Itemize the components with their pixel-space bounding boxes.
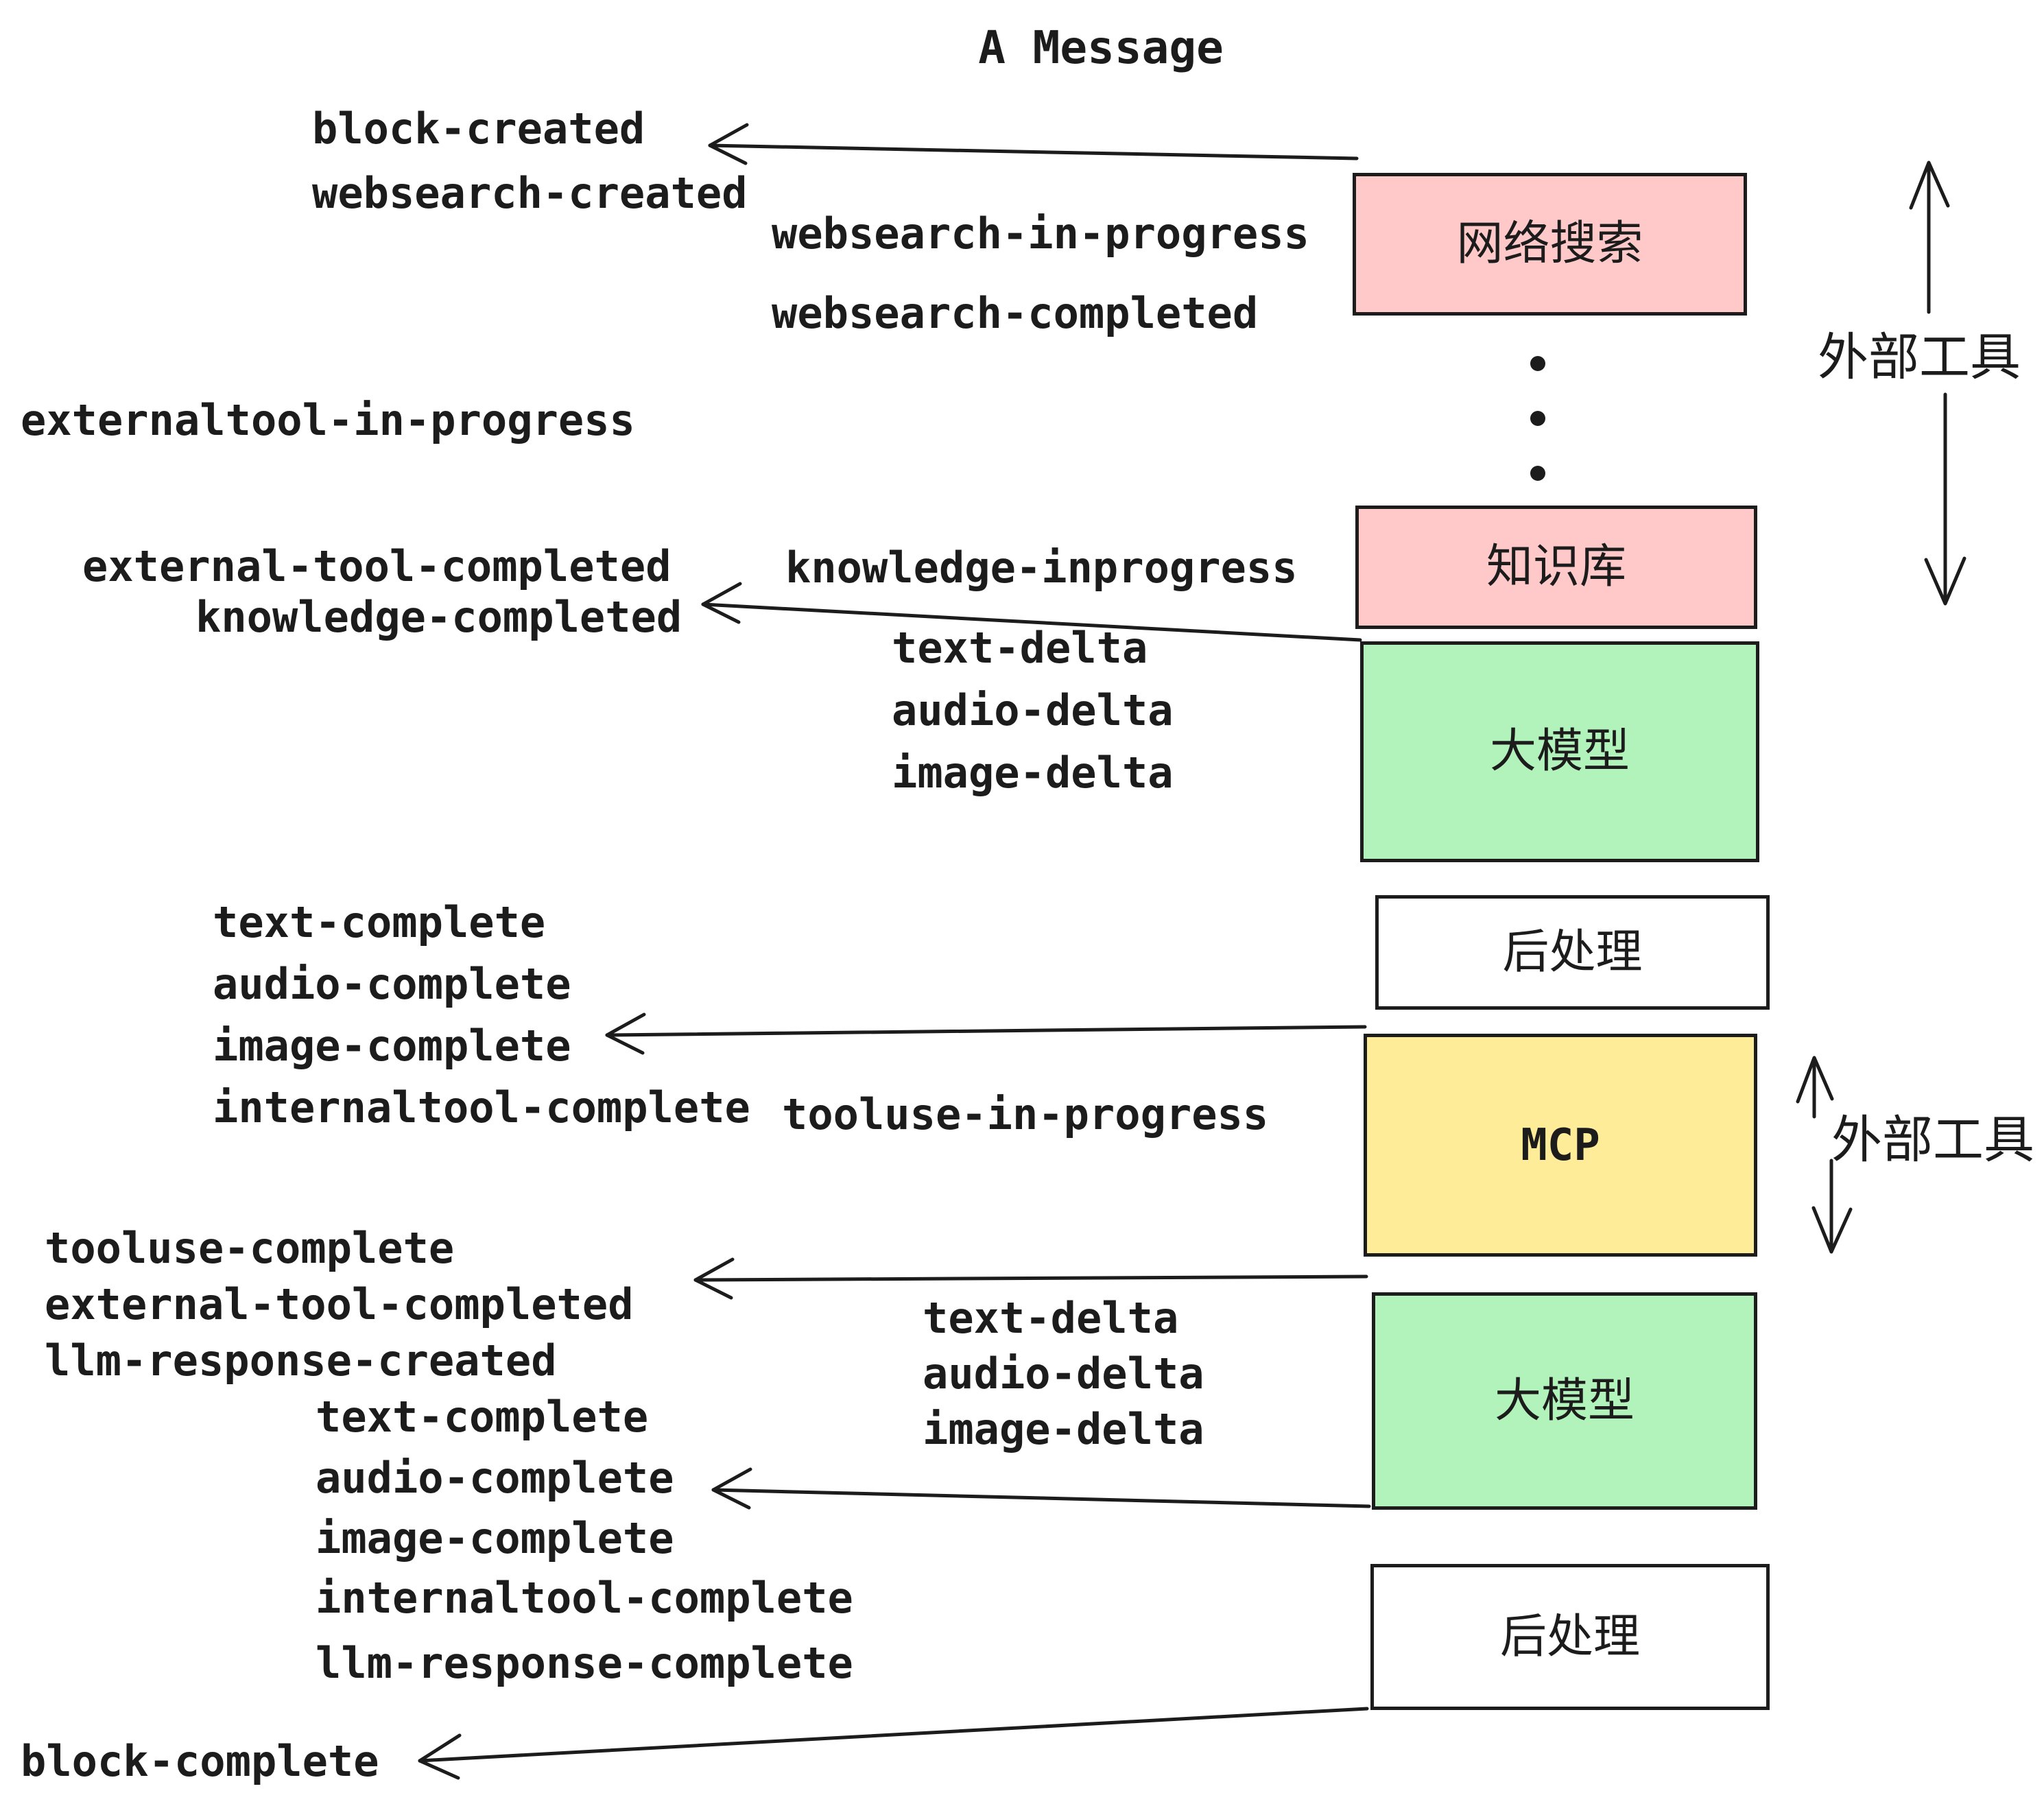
- external-tools-top-label: 外部工具: [1818, 328, 2021, 387]
- event-text-delta-2: text-delta: [923, 1293, 1179, 1343]
- event-block-created: block-created: [312, 104, 645, 154]
- box-llm-bottom-label: 大模型: [1494, 1373, 1635, 1428]
- box-websearch: 网络搜索: [1353, 173, 1747, 316]
- event-websearch-in-progress: websearch-in-progress: [772, 209, 1309, 259]
- box-postprocess-top-label: 后处理: [1502, 925, 1643, 980]
- event-external-tool-completed-2: external-tool-completed: [45, 1279, 634, 1329]
- arrow-internaltool-complete: [605, 1012, 1367, 1055]
- box-llm-top: 大模型: [1360, 641, 1759, 862]
- event-text-delta-1: text-delta: [892, 623, 1148, 673]
- event-websearch-completed: websearch-completed: [772, 288, 1259, 338]
- event-audio-complete-2: audio-complete: [316, 1453, 674, 1503]
- event-externaltool-in-progress: externaltool-in-progress: [21, 395, 635, 445]
- diagram-title: A Message: [978, 21, 1224, 74]
- box-mcp-label: MCP: [1521, 1119, 1600, 1171]
- event-image-delta-1: image-delta: [892, 748, 1174, 798]
- box-llm-top-label: 大模型: [1489, 724, 1630, 779]
- box-websearch-label: 网络搜索: [1456, 217, 1643, 271]
- arrow-block-complete: [418, 1707, 1369, 1780]
- event-tooluse-complete: tooluse-complete: [45, 1223, 455, 1273]
- box-knowledge: 知识库: [1355, 506, 1757, 629]
- event-llm-response-created: llm-response-created: [45, 1336, 557, 1386]
- event-websearch-created: websearch-created: [312, 168, 748, 218]
- event-image-delta-2: image-delta: [923, 1404, 1204, 1454]
- external-tools-bottom-arrow: [1796, 1056, 1853, 1254]
- event-image-complete-1: image-complete: [213, 1021, 571, 1071]
- event-image-complete-2: image-complete: [316, 1513, 674, 1563]
- arrow-llm-complete: [711, 1467, 1371, 1510]
- event-knowledge-inprogress: knowledge-inprogress: [785, 543, 1298, 593]
- box-mcp: MCP: [1364, 1034, 1757, 1257]
- arrow-tooluse-complete: [693, 1257, 1368, 1300]
- event-internaltool-complete-1: internaltool-complete: [213, 1082, 750, 1132]
- event-external-tool-completed-1: external-tool-completed: [82, 541, 672, 591]
- box-postprocess-bottom: 后处理: [1370, 1564, 1770, 1710]
- ellipsis-dots: [1530, 356, 1545, 481]
- event-audio-delta-2: audio-delta: [923, 1349, 1204, 1399]
- event-tooluse-in-progress: tooluse-in-progress: [782, 1089, 1269, 1139]
- event-block-complete: block-complete: [21, 1736, 379, 1786]
- event-internaltool-complete-2: internaltool-complete: [316, 1573, 853, 1623]
- box-llm-bottom: 大模型: [1372, 1292, 1757, 1510]
- box-postprocess-bottom-label: 后处理: [1499, 1609, 1640, 1664]
- external-tools-top-arrow: [1909, 161, 1966, 606]
- arrow-knowledge-completed: [701, 582, 1362, 642]
- event-audio-delta-1: audio-delta: [892, 685, 1174, 735]
- event-text-complete-2: text-complete: [316, 1392, 649, 1442]
- event-knowledge-completed: knowledge-completed: [195, 592, 682, 642]
- box-postprocess-top: 后处理: [1375, 895, 1770, 1010]
- arrow-websearch-created: [708, 123, 1359, 165]
- event-text-complete-1: text-complete: [213, 897, 546, 947]
- external-tools-bottom-label: 外部工具: [1831, 1111, 2034, 1170]
- box-knowledge-label: 知识库: [1486, 540, 1626, 594]
- event-audio-complete-1: audio-complete: [213, 959, 571, 1009]
- event-llm-response-complete: llm-response-complete: [316, 1638, 853, 1688]
